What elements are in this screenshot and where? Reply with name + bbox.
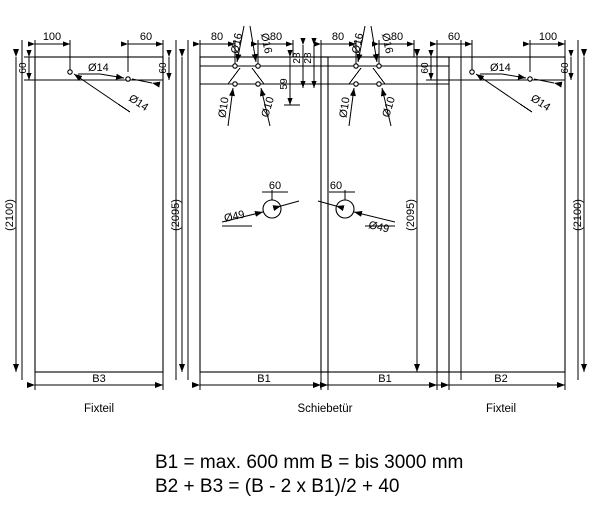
- edge-dim-right-1: 60: [158, 50, 172, 80]
- label-dia16-right-2: Ø16: [258, 32, 274, 55]
- top-dim-100-4: 100: [523, 31, 566, 72]
- dim-60-right-1: 60: [158, 62, 169, 74]
- caption-fixteil-right: Fixteil: [486, 403, 516, 415]
- hole-dia16-left-3: Ø16: [350, 25, 366, 69]
- hole-dia10-right-2: Ø10: [255, 81, 277, 127]
- height-dim-2: (2095): [170, 49, 185, 372]
- dim-60-right-4: 60: [560, 62, 571, 74]
- label-dia14-a-4: Ø14: [528, 92, 552, 113]
- hole-dia14-a-1: Ø14: [67, 69, 150, 114]
- top-dim-80-left-2: 80: [193, 31, 236, 66]
- label-dia49-2: Ø49: [223, 209, 246, 225]
- dim-60-roller-2: 60: [269, 180, 281, 192]
- hole-dia16-right-3: Ø16: [370, 25, 395, 69]
- height-label-panel1: (2100): [4, 199, 16, 231]
- height-dim-left-1: (2100): [4, 49, 19, 372]
- height-label-panel3: (2095): [405, 199, 417, 231]
- label-dia10-right-2: Ø10: [259, 95, 277, 118]
- hole-dia14-a-4: Ø14: [469, 69, 552, 114]
- dim-60-panel4: 60: [448, 31, 460, 43]
- hole-dia10-right-3: Ø10: [376, 81, 398, 127]
- label-dia10-right-3: Ø10: [380, 95, 398, 118]
- label-dia10-left-3: Ø10: [337, 96, 352, 118]
- dim-100-panel1: 100: [43, 31, 61, 43]
- edge-dim-left-4: 60: [420, 50, 437, 81]
- panel-slide-right: (2095) 80 80 Ø16 Ø16: [298, 25, 462, 415]
- label-dia14-a-1: Ø14: [126, 92, 150, 113]
- label-dia10-left-2: Ø10: [216, 96, 231, 118]
- dim-60-left-4: 60: [420, 62, 431, 74]
- vert-dim-59-2: 59: [279, 50, 300, 106]
- label-b1-left: B1: [257, 373, 270, 385]
- dim-60-left-1: 60: [18, 62, 29, 74]
- hole-dia16-left-2: Ø16: [229, 25, 245, 69]
- caption-fixteil-left: Fixteil: [84, 403, 114, 415]
- dim-60-panel1: 60: [140, 31, 152, 43]
- width-dim-b1-left: B1: [192, 372, 329, 390]
- note-line-2: B2 + B3 = (B - 2 x B1)/2 + 40: [155, 476, 400, 497]
- height-dim-right-4: (2100): [572, 49, 587, 372]
- top-dim-60-4: 60: [430, 31, 473, 72]
- hole-dia10-left-2: Ø10: [216, 81, 238, 127]
- label-dia16-left-3: Ø16: [350, 32, 366, 55]
- height-label-panel2: (2095): [170, 199, 182, 231]
- note-line-1: B1 = max. 600 mm B = bis 3000 mm: [155, 452, 463, 473]
- dim-60-roller-3: 60: [330, 180, 342, 192]
- dim-59-2: 59: [279, 78, 290, 90]
- caption-schiebetuer: Schiebetür: [298, 403, 353, 415]
- panel-right-fixed: 60 60 100 60 (2100): [420, 31, 587, 415]
- label-b1-right: B1: [378, 373, 391, 385]
- label-dia49-3: Ø49: [367, 219, 390, 235]
- edge-dim-left-1: 60: [18, 50, 35, 81]
- dim-100-panel4: 100: [539, 31, 557, 43]
- dim-80-right-3: 80: [391, 31, 403, 43]
- label-b2: B2: [494, 373, 507, 385]
- top-dim-60-1: 60: [121, 31, 164, 72]
- label-dia16-left-2: Ø16: [229, 32, 245, 55]
- hole-dia16-right-2: Ø16: [249, 25, 274, 69]
- vert-dim-28-2: 28: [292, 38, 306, 88]
- top-dim-80-right-3: 80: [372, 31, 415, 66]
- dim-28-3: 28: [303, 52, 314, 64]
- dim-80-right-2: 80: [270, 31, 282, 43]
- height-dim-3: (2095): [405, 49, 420, 372]
- hole-dia14-b-1: Ø14: [78, 62, 161, 88]
- dim-80-left-2: 80: [211, 31, 223, 43]
- notes-block: B1 = max. 600 mm B = bis 3000 mm B2 + B3…: [155, 452, 463, 497]
- panel-slide-left: (2095) 80 80 Ø16 Ø16: [170, 25, 329, 390]
- hole-dia14-b-4: Ø14: [480, 62, 563, 88]
- label-dia16-right-3: Ø16: [379, 32, 395, 55]
- roller-dia49-3: Ø49 60: [317, 180, 396, 236]
- top-dim-80-left-3: 80: [314, 31, 357, 66]
- hole-dia10-left-3: Ø10: [337, 81, 359, 127]
- vert-dim-28-3: 28: [303, 38, 317, 88]
- roller-dia49-2: Ø49 60: [221, 180, 300, 227]
- width-dim-b2: B2: [429, 372, 566, 390]
- width-dim-b3: B3: [27, 372, 164, 390]
- height-label-panel4: (2100): [572, 199, 584, 231]
- label-dia14-b-4: Ø14: [490, 62, 511, 74]
- label-dia14-b-1: Ø14: [88, 62, 109, 74]
- dim-28-2: 28: [292, 52, 303, 64]
- top-dim-100-1: 100: [28, 31, 71, 72]
- panel-left-fixed: (2100) 60 100 60 60: [4, 31, 177, 415]
- top-dim-80-right-2: 80: [251, 31, 294, 66]
- dim-80-left-3: 80: [332, 31, 344, 43]
- label-b3: B3: [92, 373, 105, 385]
- width-dim-b1-right: B1: [313, 372, 450, 390]
- edge-dim-right-4: 60: [560, 50, 574, 80]
